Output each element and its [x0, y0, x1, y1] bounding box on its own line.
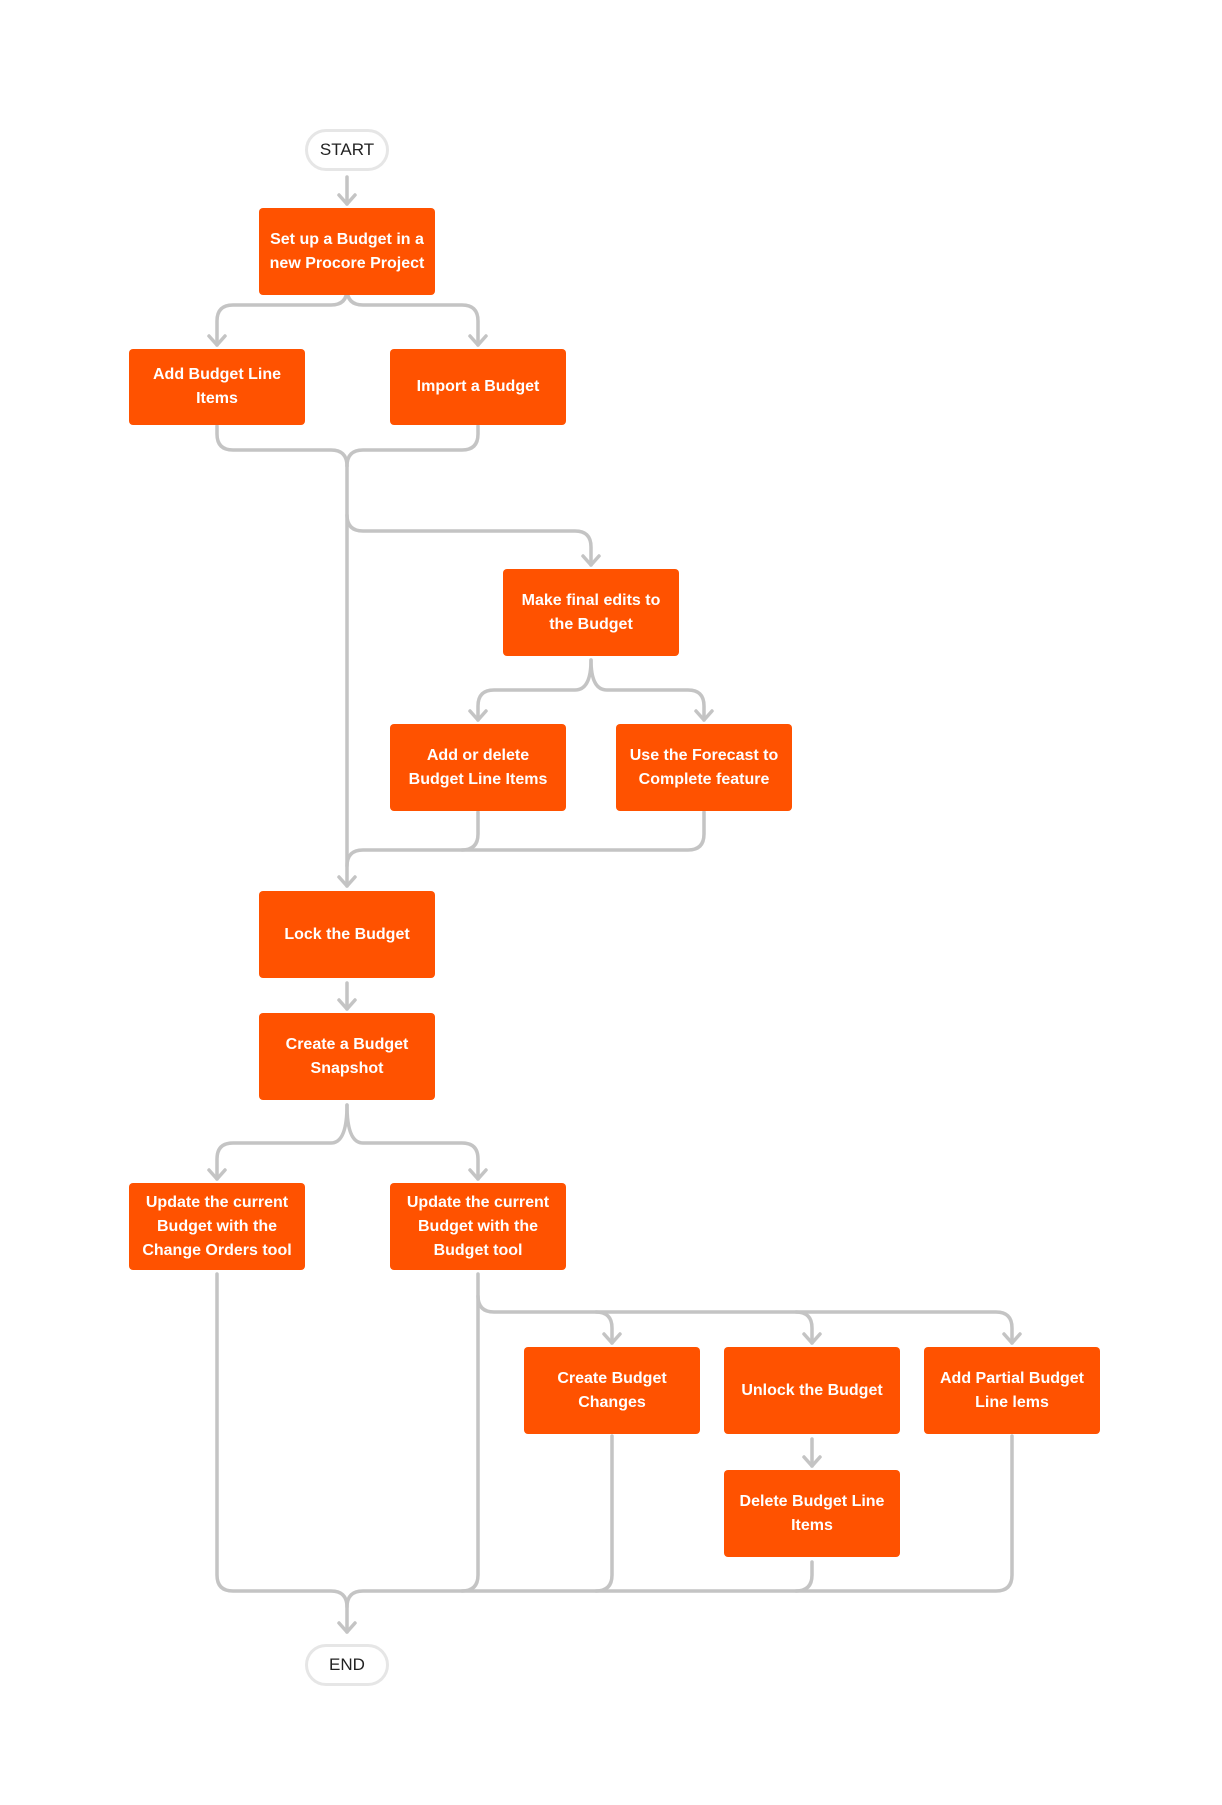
step-update-budget-tool: Update the current Budget with the Budge… — [390, 1183, 566, 1270]
arrowhead — [694, 709, 714, 722]
arrowhead — [1002, 1332, 1022, 1345]
step-unlock-budget: Unlock the Budget — [724, 1347, 900, 1434]
connector-partial-end — [794, 1434, 1014, 1593]
start-terminal: START — [305, 129, 389, 171]
connector-snapshot-update-co — [215, 1103, 349, 1181]
step-create-snapshot: Create a Budget Snapshot — [259, 1013, 435, 1100]
connector-create-changes-end — [460, 1434, 614, 1593]
connector-import-merge — [345, 424, 480, 468]
connector-add-items-merge — [215, 424, 349, 468]
step-create-budget-changes: Create Budget Changes — [524, 1347, 700, 1434]
connector-snapshot-update-budget — [345, 1103, 480, 1181]
step-make-final-edits: Make final edits to the Budget — [503, 569, 679, 656]
end-terminal: END — [305, 1644, 389, 1686]
connector-to-create-changes — [594, 1310, 614, 1345]
connector-add-delete-merge — [460, 810, 480, 852]
connector-final-edits-add-delete — [476, 658, 593, 722]
step-add-budget-line-items: Add Budget Line Items — [129, 349, 305, 425]
connector-trunk-final-edits — [345, 513, 593, 567]
step-update-change-orders: Update the current Budget with the Chang… — [129, 1183, 305, 1270]
arrowhead — [207, 1168, 227, 1181]
arrowhead — [468, 1168, 488, 1181]
connector-forecast-merge — [345, 810, 706, 868]
arrowhead — [337, 998, 357, 1011]
arrowhead — [337, 193, 357, 206]
step-add-partial-items: Add Partial Budget Line lems — [924, 1347, 1100, 1434]
step-setup-budget: Set up a Budget in a new Procore Project — [259, 208, 435, 295]
arrowhead — [468, 709, 488, 722]
arrowhead — [337, 875, 357, 888]
connector-setup-add-items — [215, 287, 349, 347]
arrowhead — [802, 1332, 822, 1345]
connector-to-unlock — [794, 1310, 814, 1345]
arrowhead — [207, 334, 227, 347]
connector-setup-import — [345, 287, 480, 347]
step-delete-line-items: Delete Budget Line Items — [724, 1470, 900, 1557]
arrowhead — [337, 1621, 357, 1634]
step-forecast-to-complete: Use the Forecast to Complete feature — [616, 724, 792, 811]
connector-update-co-end — [215, 1272, 349, 1634]
arrowhead — [602, 1332, 622, 1345]
connector-final-edits-forecast — [589, 658, 706, 722]
arrowhead — [802, 1455, 822, 1468]
step-add-or-delete-items: Add or delete Budget Line Items — [390, 724, 566, 811]
step-lock-budget: Lock the Budget — [259, 891, 435, 978]
arrowhead — [468, 334, 488, 347]
step-import-budget: Import a Budget — [390, 349, 566, 425]
arrowhead — [581, 554, 601, 567]
connector-delete-end — [594, 1560, 814, 1593]
connector-update-budget-branches — [476, 1272, 1014, 1345]
connector-update-budget-end — [345, 1294, 480, 1609]
